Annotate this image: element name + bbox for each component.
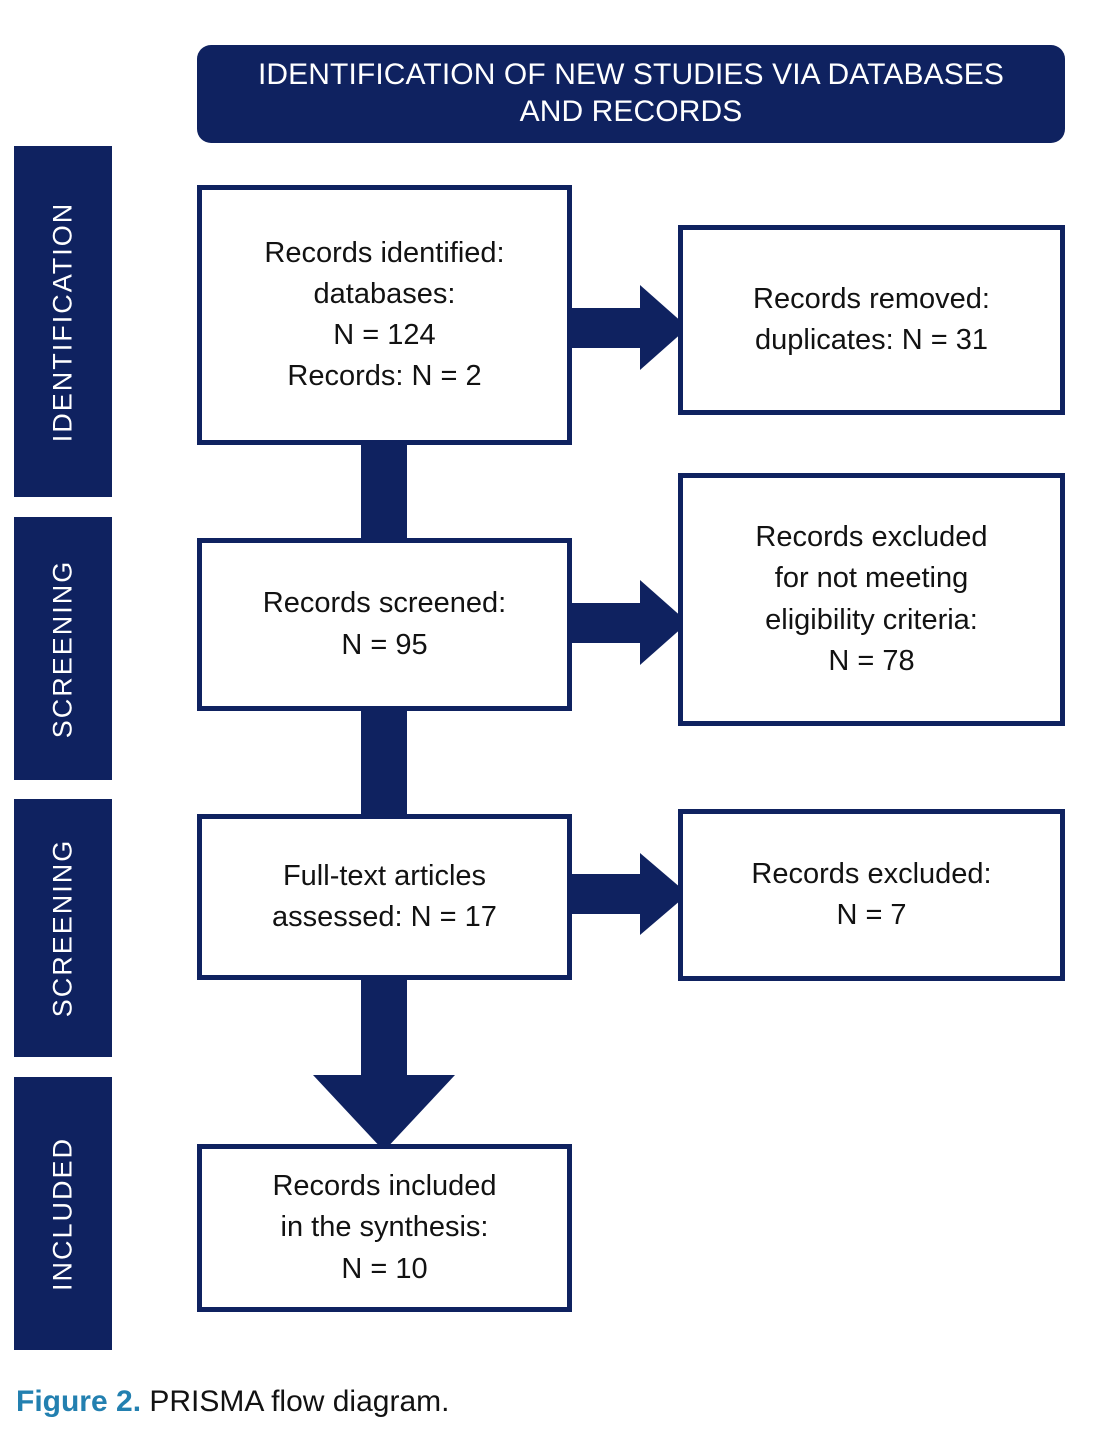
node-records-excluded-eligibility-text: Records excluded for not meeting eligibi…	[755, 521, 988, 677]
node-full-text-assessed-text: Full-text articles assessed: N = 17	[272, 859, 497, 933]
stage-label-included: INCLUDED	[47, 1136, 78, 1291]
diagram-header-banner: IDENTIFICATION OF NEW STUDIES VIA DATABA…	[197, 45, 1065, 143]
figure-caption: Figure 2. PRISMA flow diagram.	[16, 1382, 1016, 1421]
stage-label-screening-1: SCREENING	[47, 559, 78, 738]
node-records-excluded-fulltext-text: Records excluded: N = 7	[751, 857, 992, 931]
arrow-right-to-records-removed	[566, 285, 688, 370]
node-records-excluded-fulltext: Records excluded: N = 7	[678, 809, 1065, 981]
arrow-right-to-records-excluded-fulltext	[566, 853, 688, 935]
node-records-removed-duplicates-text: Records removed: duplicates: N = 31	[753, 282, 990, 356]
arrow-shaft	[566, 307, 646, 348]
arrow-head-down-icon	[313, 1075, 455, 1151]
arrow-shaft	[566, 602, 646, 643]
stage-label-identification: IDENTIFICATION	[47, 201, 78, 442]
stage-label-screening-2: SCREENING	[47, 838, 78, 1018]
node-records-included: Records included in the synthesis: N = 1…	[197, 1144, 572, 1312]
connector-identified-to-screened	[361, 440, 407, 548]
stage-bar-identification: IDENTIFICATION	[14, 146, 112, 497]
arrow-down-fulltext-to-included	[313, 975, 455, 1151]
arrow-shaft	[361, 975, 407, 1077]
node-full-text-assessed: Full-text articles assessed: N = 17	[197, 814, 572, 980]
connector-screened-to-fulltext	[361, 706, 407, 823]
stage-bar-included: INCLUDED	[14, 1077, 112, 1350]
node-records-screened: Records screened: N = 95	[197, 538, 572, 711]
stage-bar-screening-2: SCREENING	[14, 799, 112, 1057]
figure-caption-text: PRISMA flow diagram.	[141, 1385, 450, 1418]
arrow-right-to-records-excluded-eligibility	[566, 580, 688, 665]
diagram-header-title: IDENTIFICATION OF NEW STUDIES VIA DATABA…	[257, 58, 1005, 128]
arrow-shaft	[566, 874, 646, 914]
figure-caption-label: Figure 2.	[16, 1385, 142, 1418]
node-records-excluded-eligibility: Records excluded for not meeting eligibi…	[678, 473, 1065, 726]
node-records-removed-duplicates: Records removed: duplicates: N = 31	[678, 225, 1065, 415]
node-records-included-text: Records included in the synthesis: N = 1…	[272, 1170, 497, 1285]
node-records-identified-text: Records identified: databases: N = 124 R…	[264, 236, 505, 393]
node-records-screened-text: Records screened: N = 95	[262, 587, 507, 661]
stage-bar-screening-1: SCREENING	[14, 517, 112, 780]
node-records-identified: Records identified: databases: N = 124 R…	[197, 185, 572, 445]
